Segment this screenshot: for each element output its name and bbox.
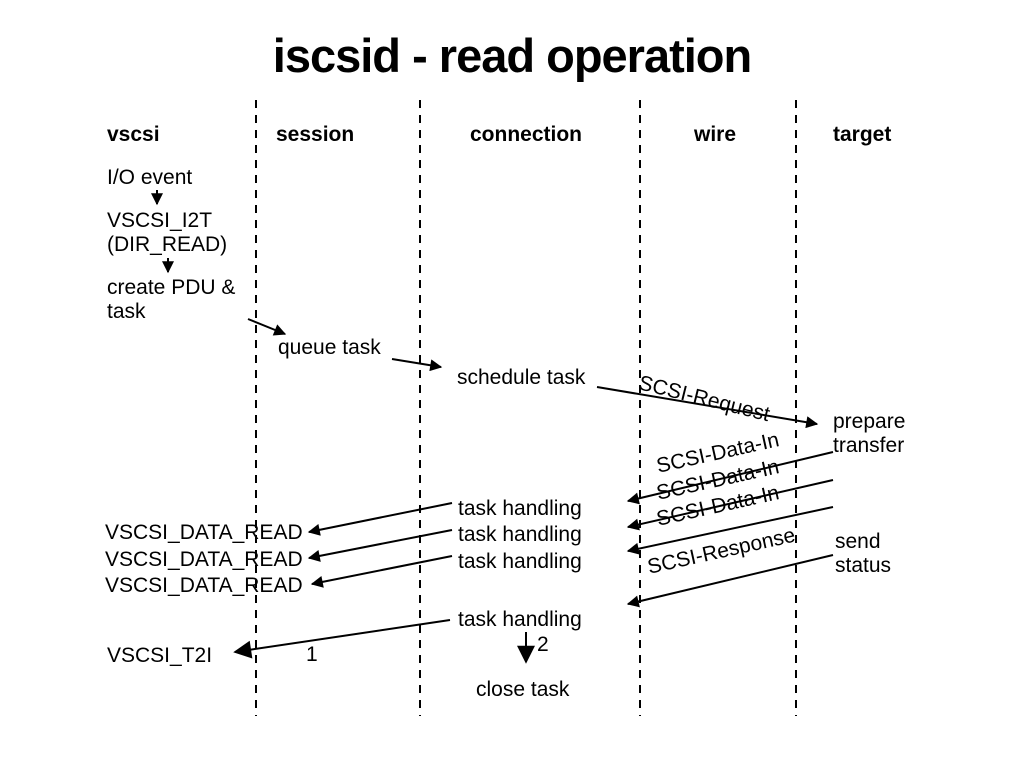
label-step-2: 2 <box>537 633 549 656</box>
label-task-handling-3: task handling <box>458 550 582 573</box>
arrow-taskhandling1-to-dataread1 <box>307 502 453 536</box>
label-vscsi-i2t: VSCSI_I2T <box>107 209 213 232</box>
column-header-target: target <box>833 123 892 146</box>
arrow-queuetask-to-scheduletask <box>391 358 443 372</box>
arrow-taskhandling3-to-dataread3 <box>310 555 453 588</box>
label-queue-task: queue task <box>278 336 381 359</box>
column-header-connection: connection <box>470 123 583 146</box>
label-step-1: 1 <box>306 643 318 666</box>
arrow-scsi-data-in-2 <box>626 479 834 531</box>
label-io-event: I/O event <box>107 166 193 189</box>
label-vscsi-data-read-1: VSCSI_DATA_READ <box>105 521 303 544</box>
label-task-handling-1: task handling <box>458 497 582 520</box>
column-header-session: session <box>276 123 355 146</box>
column-header-vscsi: vscsi <box>107 123 160 146</box>
label-schedule-task: schedule task <box>457 366 586 389</box>
label-close-task: close task <box>476 678 570 701</box>
arrow-scsi-response <box>626 554 834 608</box>
label-task-handling-4: task handling <box>458 608 582 631</box>
label-vscsi-t2i: VSCSI_T2I <box>107 644 213 667</box>
arrow-scsi-request <box>596 386 819 429</box>
label-prepare-transfer: prepare transfer <box>833 410 906 457</box>
label-vscsi-data-read-2: VSCSI_DATA_READ <box>105 548 303 571</box>
column-header-wire: wire <box>694 123 737 146</box>
arrow-taskhandling4-to-t2i <box>233 619 451 659</box>
arrow-scsi-data-in-3 <box>626 506 834 555</box>
page-title: iscsid - read operation <box>272 29 752 82</box>
arrow-scsi-data-in-1 <box>626 451 834 505</box>
label-dir-read: (DIR_READ) <box>107 233 228 256</box>
label-create-pdu-task: create PDU & task <box>107 276 236 323</box>
label-send-status: send status <box>835 530 892 577</box>
arrow-taskhandling2-to-dataread2 <box>307 529 453 562</box>
label-vscsi-data-read-3: VSCSI_DATA_READ <box>105 574 303 597</box>
label-task-handling-2: task handling <box>458 523 582 546</box>
arrow-createpdu-to-queuetask <box>247 318 287 336</box>
